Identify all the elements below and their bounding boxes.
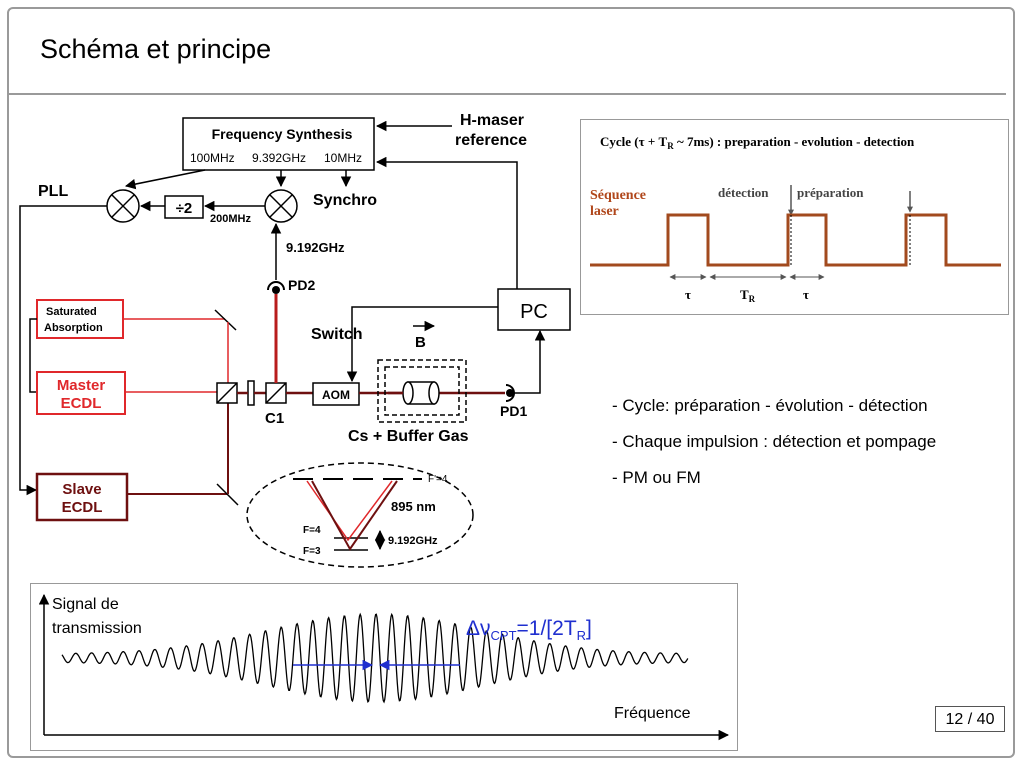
pd1-label: PD1 [500, 403, 527, 419]
ramsey-fringes [61, 612, 689, 704]
transition-darkred [311, 480, 398, 551]
hyperfine-label: 9.192GHz [388, 535, 438, 547]
pd1-to-pc-line [514, 329, 546, 394]
frequency-synthesis-label: Frequency Synthesis [212, 126, 353, 142]
sequence-label-2: laser [590, 204, 619, 219]
pll-loop-line [19, 205, 107, 496]
page-number: 12 / 40 [935, 706, 1005, 732]
switch-label: Switch [311, 326, 363, 343]
detection-label: détection [718, 185, 769, 200]
slave-ecdl-label-2: ECDL [62, 499, 103, 516]
pc-box [497, 288, 571, 331]
slave-ecdl-box [35, 472, 129, 522]
aom-label: AOM [322, 388, 350, 402]
f3-label: F=3 [303, 546, 321, 557]
y-axis-label-2: transmission [52, 620, 142, 637]
linewidth-formula: ΔνCPT=1/[2TR] [466, 617, 592, 643]
bullet-list: - Cycle: préparation - évolution - détec… [612, 388, 936, 496]
freq-100mhz: 100MHz [190, 151, 235, 165]
hmaser-label-2: reference [455, 132, 527, 149]
bullet-2: - Chaque impulsion : détection et pompag… [612, 432, 937, 451]
waveplate [247, 380, 255, 406]
divide-by-2-box [164, 195, 204, 219]
saturated-absorption-label-2: Absorption [44, 322, 103, 334]
cycle-title: Cycle (τ + TR ~ 7ms) : preparation - evo… [600, 134, 915, 151]
b-field-label: B [415, 334, 426, 351]
cell-shield-outer [377, 359, 467, 423]
sequence-label-1: Séquence [590, 188, 646, 203]
pc-label: PC [520, 301, 548, 323]
cs-vapor-cell [402, 381, 440, 405]
saturated-absorption-label-1: Saturated [46, 306, 97, 318]
saturated-absorption-box [36, 299, 124, 339]
slave-ecdl-label-1: Slave [62, 481, 101, 498]
sat-abs-to-master-line [29, 318, 37, 393]
pll-label: PLL [38, 183, 68, 200]
tau-label-2: τ [803, 287, 809, 302]
signal-panel-frame [30, 583, 738, 751]
f4-label: F=4 [303, 525, 321, 536]
pd2-label: PD2 [288, 277, 315, 293]
pd2-detector [267, 281, 285, 294]
cycle-panel-frame [580, 119, 1009, 315]
cycle-panel: Cycle (τ + TR ~ 7ms) : preparation - evo… [580, 119, 1009, 315]
tau-label-1: τ [685, 287, 691, 302]
mirror-top [214, 309, 237, 331]
pc-to-aom-line [346, 306, 498, 383]
fprime4-label: F'=4 [428, 474, 448, 485]
freq-9192ghz: 9.192GHz [286, 240, 345, 255]
signal-panel: Signal de transmission Fréquence ΔνCPT=1… [30, 583, 738, 751]
energy-level-ellipse [246, 462, 474, 568]
freq-10mhz: 10MHz [324, 151, 362, 165]
polarizing-beam-splitter [216, 382, 238, 404]
tr-label: TR [740, 287, 756, 304]
synth-to-mixer1-line [124, 169, 206, 190]
mirror-bottom [216, 483, 239, 506]
slide-frame [7, 7, 1015, 758]
mixer-1 [106, 189, 140, 223]
bullet-3: - PM ou FM [612, 468, 701, 487]
master-ecdl-label-2: ECDL [61, 395, 102, 412]
c1-beam-splitter [265, 382, 287, 404]
master-ecdl-label-1: Master [57, 377, 106, 394]
pc-to-synthesis-line [375, 156, 518, 290]
pd1-detector [505, 384, 515, 402]
hmaser-label-1: H-maser [460, 112, 524, 129]
x-axis-label: Fréquence [614, 705, 691, 722]
synchro-label: Synchro [313, 192, 377, 209]
preparation-label: préparation [797, 185, 864, 200]
transition-red [306, 480, 393, 542]
page-title: Schéma et principe [40, 34, 272, 64]
cell-shield-inner [384, 366, 460, 416]
c1-label: C1 [265, 410, 284, 427]
title-divider [9, 93, 1006, 95]
laser-pulse-sequence [590, 213, 1001, 267]
mixer-2 [264, 189, 298, 223]
master-ecdl-box [36, 371, 126, 415]
divide-by-2-label: ÷2 [176, 200, 193, 217]
freq-200mhz: 200MHz [210, 213, 251, 225]
wavelength-label: 895 nm [391, 499, 436, 514]
frequency-synthesis-box [182, 117, 375, 171]
y-axis-label-1: Signal de [52, 596, 119, 613]
freq-9392ghz: 9.392GHz [252, 151, 306, 165]
cs-buffer-gas-label: Cs + Buffer Gas [348, 428, 469, 445]
bullet-1: - Cycle: préparation - évolution - détec… [612, 396, 928, 415]
